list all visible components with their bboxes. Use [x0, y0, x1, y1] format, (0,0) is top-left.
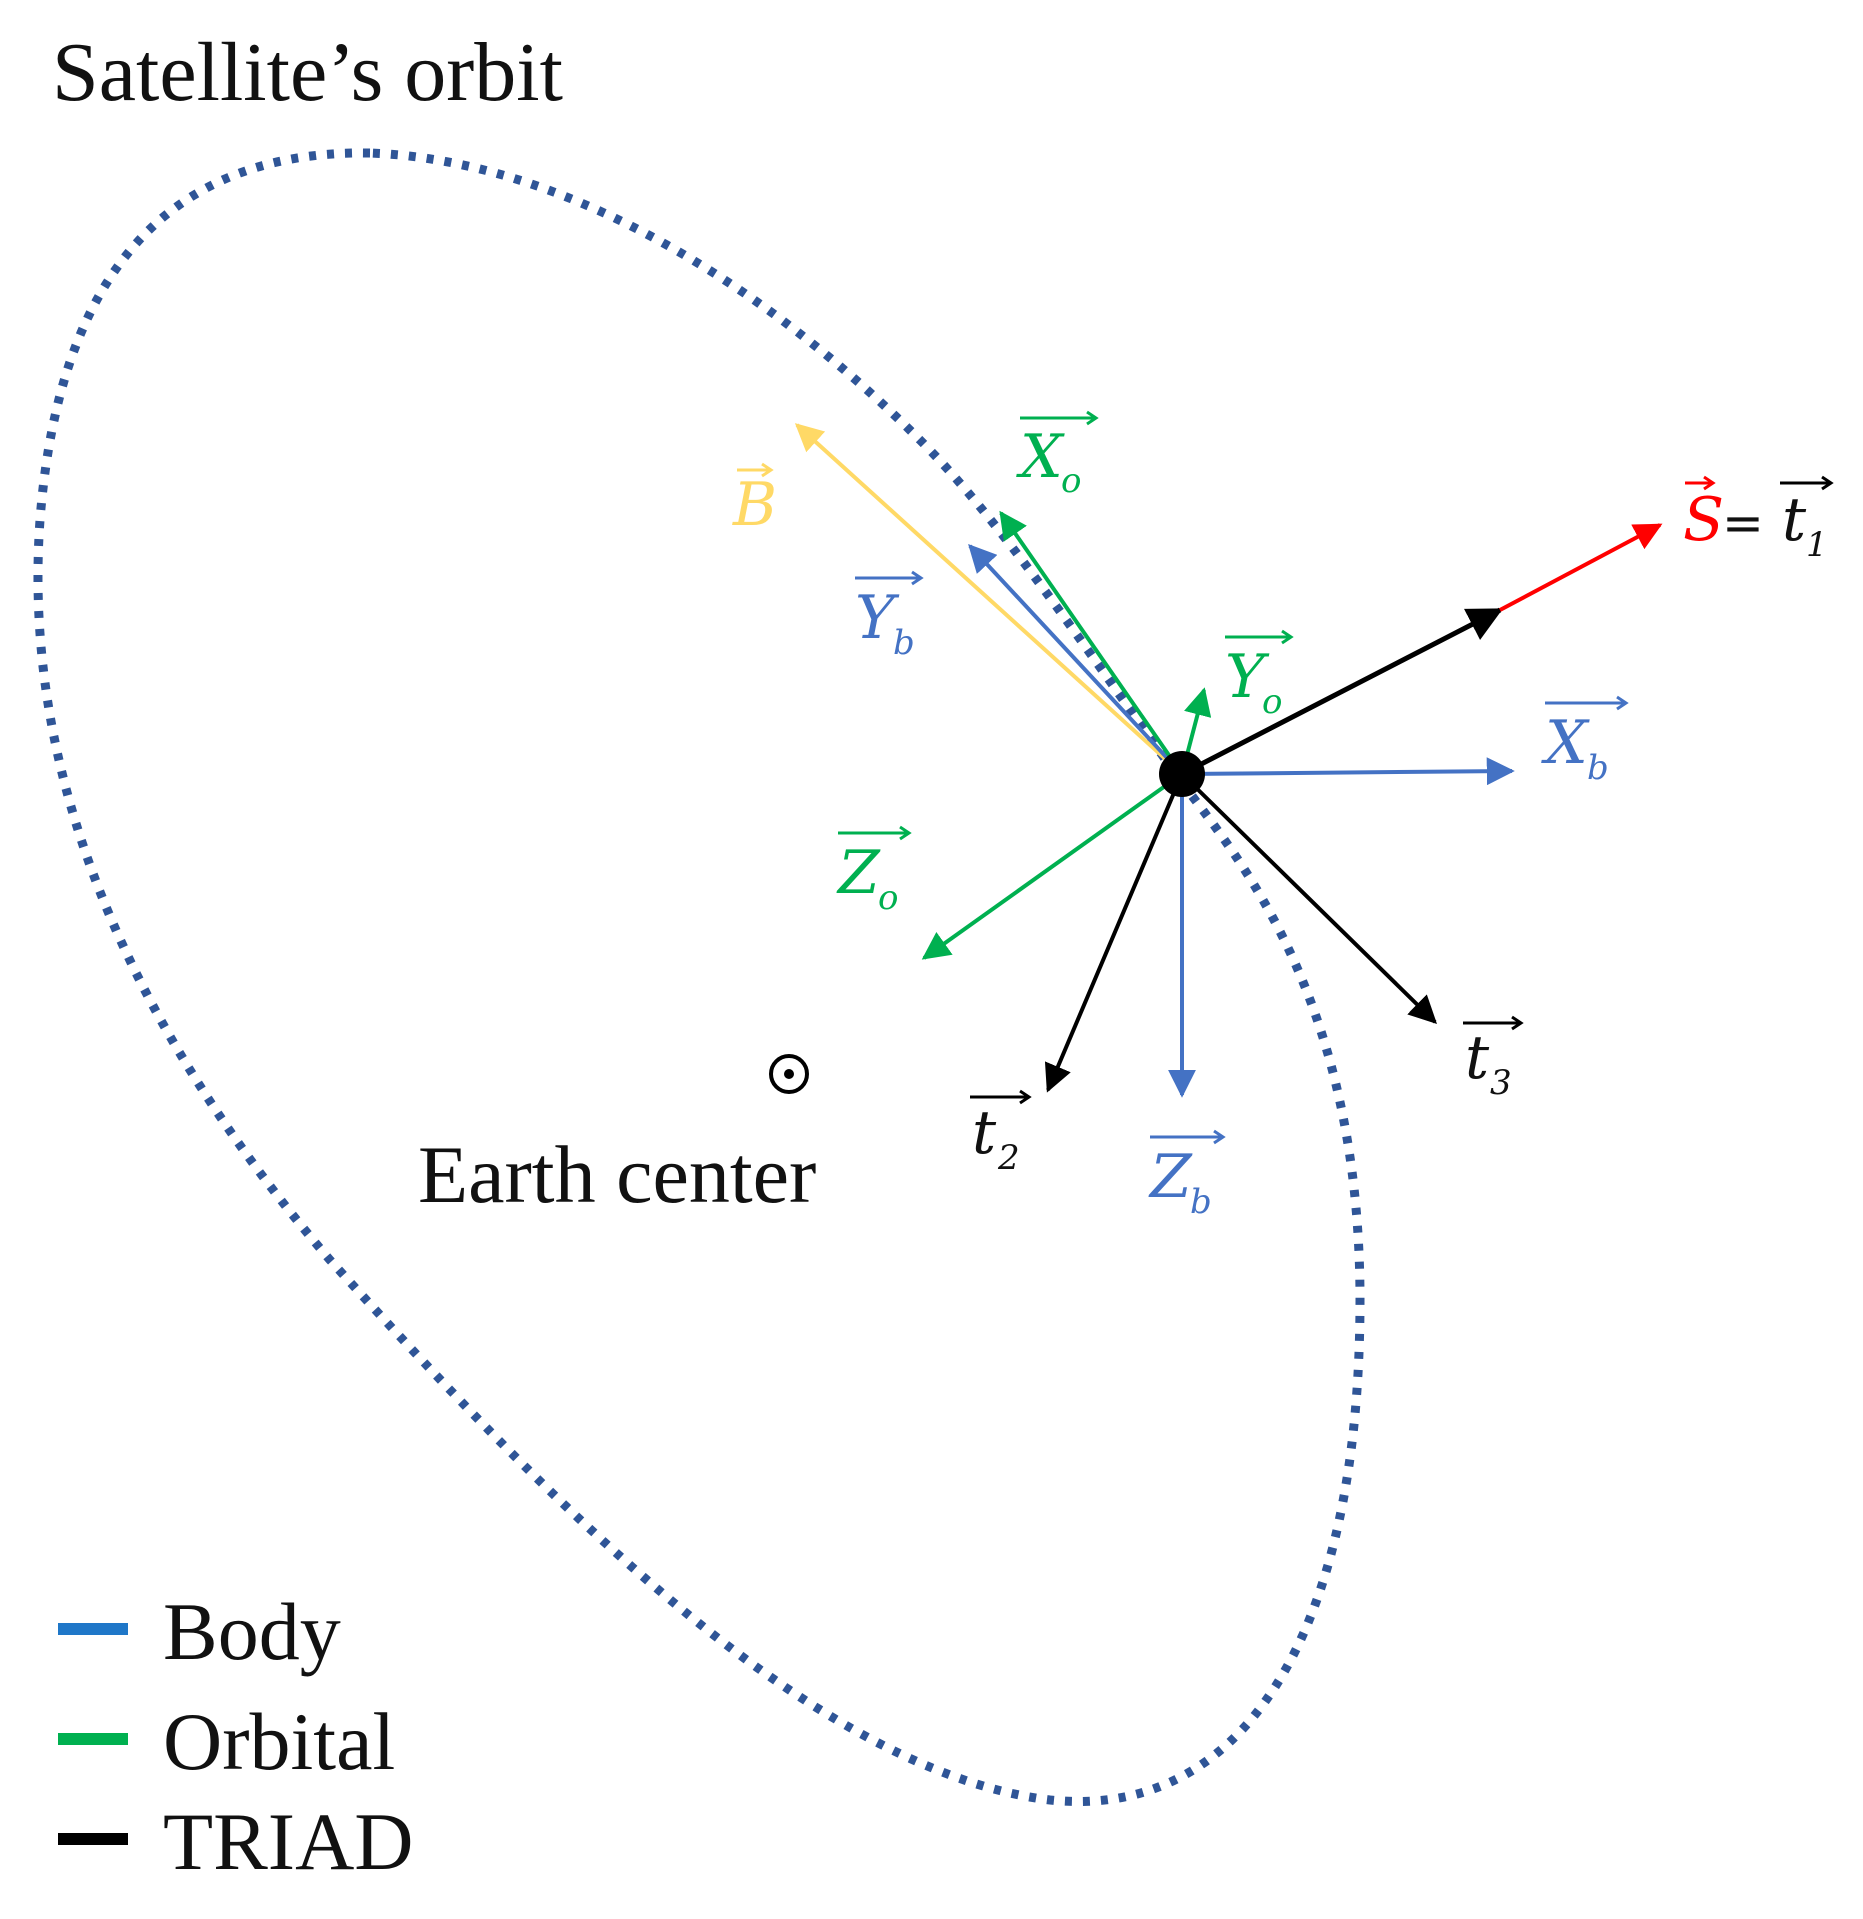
- label-s-equals-t1: S = t 1: [1683, 475, 1834, 565]
- label-t3: t 3: [1463, 1015, 1524, 1103]
- label-yb: Y b: [855, 570, 924, 663]
- svg-text:Body: Body: [163, 1586, 341, 1677]
- svg-text:X: X: [1016, 422, 1065, 492]
- svg-text:2: 2: [997, 1138, 1020, 1178]
- yb-arrow: [968, 543, 1184, 776]
- svg-text:t: t: [1465, 1023, 1490, 1093]
- label-xb: X b: [1541, 695, 1629, 788]
- label-t1-sub: 1: [1806, 525, 1828, 565]
- svg-text:o: o: [1262, 682, 1282, 722]
- svg-text:TRIAD: TRIAD: [163, 1796, 414, 1887]
- earth-center-label: Earth center: [418, 1129, 816, 1220]
- label-equals: =: [1722, 494, 1764, 552]
- satellite-marker: [1159, 751, 1205, 797]
- satellite-orbit: [33, 148, 1365, 1806]
- legend-item-triad: TRIAD: [58, 1796, 414, 1887]
- svg-text:X: X: [1541, 708, 1590, 778]
- svg-text:b: b: [893, 623, 915, 663]
- label-s: S: [1683, 485, 1724, 555]
- magnetic-field-arrow: [794, 423, 1184, 776]
- sun-arrow: [1499, 523, 1663, 612]
- label-zb: Z b: [1148, 1129, 1226, 1222]
- diagram-title: Satellite’s orbit: [52, 26, 563, 119]
- svg-text:Orbital: Orbital: [163, 1696, 395, 1787]
- svg-text:Z: Z: [836, 838, 881, 908]
- zo-arrow: [921, 772, 1184, 960]
- svg-text:b: b: [1190, 1182, 1212, 1222]
- t1-arrow: [1180, 607, 1504, 777]
- svg-text:Y: Y: [855, 583, 900, 653]
- legend: Body Orbital TRIAD: [58, 1586, 414, 1887]
- svg-text:Z: Z: [1148, 1142, 1193, 1212]
- label-t1-letter: t: [1782, 485, 1807, 555]
- label-xo: X o: [1016, 410, 1099, 501]
- svg-text:Y: Y: [1225, 642, 1270, 712]
- label-zo: Z o: [836, 825, 912, 918]
- svg-text:o: o: [1061, 461, 1081, 501]
- t2-arrow: [1044, 773, 1184, 1093]
- label-t2: t 2: [970, 1089, 1032, 1178]
- svg-text:b: b: [1587, 748, 1609, 788]
- label-yo: Y o: [1225, 629, 1294, 722]
- legend-item-orbital: Orbital: [58, 1696, 395, 1787]
- svg-text:B: B: [732, 470, 777, 540]
- earth-center-icon: [769, 1054, 809, 1094]
- svg-text:t: t: [972, 1098, 997, 1168]
- svg-text:3: 3: [1490, 1063, 1512, 1103]
- legend-item-body: Body: [58, 1586, 341, 1677]
- xb-arrow: [1181, 757, 1515, 786]
- label-b: B: [732, 462, 777, 540]
- svg-text:o: o: [878, 878, 898, 918]
- t3-arrow: [1180, 772, 1437, 1024]
- vector-arrows: [794, 423, 1663, 1098]
- xo-arrow: [999, 510, 1184, 776]
